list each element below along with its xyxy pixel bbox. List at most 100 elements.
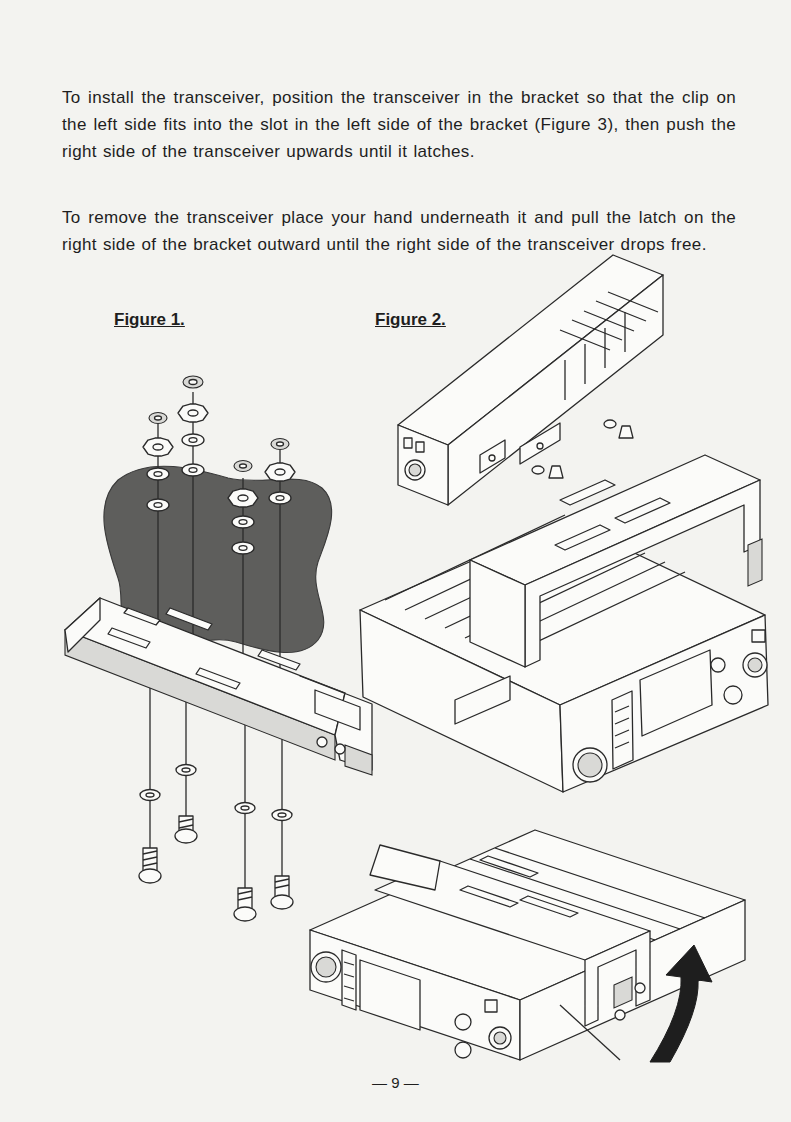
transceiver-in-bracket-part (578, 753, 602, 777)
screws-and-washers-part (182, 768, 190, 772)
transceiver-latching-part (485, 1000, 497, 1012)
transceiver-in-bracket-part (748, 539, 762, 586)
nuts-and-washers-part (189, 438, 197, 443)
mounting-bracket (65, 598, 372, 775)
transceiver-latching-part (494, 1032, 506, 1044)
screws-and-washers-part (176, 765, 196, 776)
transceiver-latching-part (310, 930, 520, 1060)
transceiver-latching-part (635, 983, 645, 993)
transceiver-side-view-part (480, 440, 505, 473)
transceiver-side-view-part (448, 275, 663, 505)
transceiver-latching-part (342, 950, 356, 1010)
transceiver-latching-part (316, 957, 336, 977)
transceiver-in-bracket-part (560, 480, 615, 505)
transceiver-in-bracket-part (724, 686, 742, 704)
transceiver-in-bracket-part (615, 706, 629, 748)
transceiver-latching-part (585, 931, 650, 1026)
nuts-and-washers-part (238, 495, 248, 501)
transceiver-in-bracket-part (711, 658, 725, 672)
nuts-and-washers-part (277, 442, 284, 446)
direction-arrow-part (650, 945, 712, 1062)
nuts-and-washers-part (154, 503, 162, 508)
transceiver-side-view-part (520, 423, 560, 464)
nuts-and-washers-part (232, 542, 254, 554)
screws-and-washers-part (175, 829, 197, 843)
nuts-and-washers-part (189, 468, 197, 473)
transceiver-latching-part (614, 977, 632, 1008)
transceiver-latching-part (370, 845, 440, 890)
guide-lines-part (279, 450, 280, 690)
mounting-bracket-part (317, 737, 327, 747)
nuts-and-washers-part (188, 410, 198, 416)
screws-and-washers-part (139, 869, 161, 883)
transceiver-side-view-part (537, 443, 543, 449)
screws-and-washers-part (271, 895, 293, 909)
screws-and-washers-part (234, 907, 256, 921)
direction-arrow (650, 945, 712, 1062)
screws-and-washers-part (140, 790, 160, 801)
nuts-and-washers-part (239, 546, 247, 551)
transceiver-side-view (398, 255, 663, 505)
transceiver-latching-part (480, 856, 538, 877)
screws-and-washers-part (179, 819, 193, 828)
side-screws-part (619, 426, 633, 438)
transceiver-in-bracket-part (748, 658, 762, 672)
transceiver-in-bracket-part (752, 630, 765, 642)
transceiver-latching-part (615, 1010, 625, 1020)
mounting-bracket-part (124, 608, 160, 625)
side-screws-part (549, 466, 563, 478)
mounting-bracket-part (196, 668, 240, 689)
page-number: — 9 — (372, 1074, 419, 1091)
nuts-and-washers-part (183, 376, 203, 388)
mounting-bracket-part (166, 608, 212, 630)
nuts-and-washers-part (178, 404, 208, 422)
mounting-bracket-part (65, 598, 345, 735)
nuts-and-washers-part (269, 492, 291, 504)
guide-lines-part (192, 392, 193, 650)
screws-and-washers-part (275, 879, 289, 888)
nuts-and-washers-part (147, 468, 169, 480)
side-screws-part (532, 466, 544, 474)
nuts-and-washers-part (154, 472, 162, 477)
transceiver-side-view-part (405, 460, 425, 480)
transceiver-side-view-part (416, 442, 424, 452)
transceiver-in-bracket-part (555, 525, 610, 550)
figure-label: Figure 1. (114, 310, 185, 330)
transceiver-latching-part (455, 1014, 471, 1030)
transceiver-side-view-part (565, 312, 625, 400)
nuts-and-washers-part (271, 439, 289, 450)
mounting-bracket-part (108, 628, 150, 648)
mounting-bracket-part (345, 745, 372, 775)
transceiver-latching-part (489, 1027, 511, 1049)
screws-and-washers-part (143, 851, 157, 866)
screws-and-washers-part (235, 803, 255, 814)
transceiver-in-bracket-part (525, 480, 760, 667)
mounting-bracket-part (258, 650, 300, 670)
transceiver-side-view-part (398, 425, 448, 505)
nuts-and-washers-part (149, 413, 167, 424)
transceiver-latching-part (460, 886, 518, 907)
screws-and-washers-part (272, 810, 292, 821)
nuts-and-washers (143, 376, 295, 554)
mounting-bracket-part (335, 744, 345, 754)
nuts-and-washers-part (239, 520, 247, 525)
nuts-and-washers-part (155, 416, 162, 420)
side-screws-part (604, 420, 616, 428)
nuts-and-washers-part (153, 444, 163, 450)
transceiver-latching-part (360, 960, 420, 1030)
transceiver-in-bracket (360, 455, 768, 792)
transceiver-side-view-part (560, 292, 658, 350)
mounting-bracket-part (65, 598, 100, 652)
transceiver-in-bracket-part (615, 498, 670, 523)
transceiver-in-bracket-part (743, 653, 767, 677)
screws-and-washers-part (241, 806, 249, 810)
transceiver-in-bracket-part (560, 615, 768, 792)
mounting-bracket-part (315, 690, 360, 730)
transceiver-in-bracket-part (612, 691, 633, 769)
transceiver-in-bracket-part (455, 676, 510, 724)
nuts-and-washers-part (147, 499, 169, 511)
nuts-and-washers-part (275, 469, 285, 475)
